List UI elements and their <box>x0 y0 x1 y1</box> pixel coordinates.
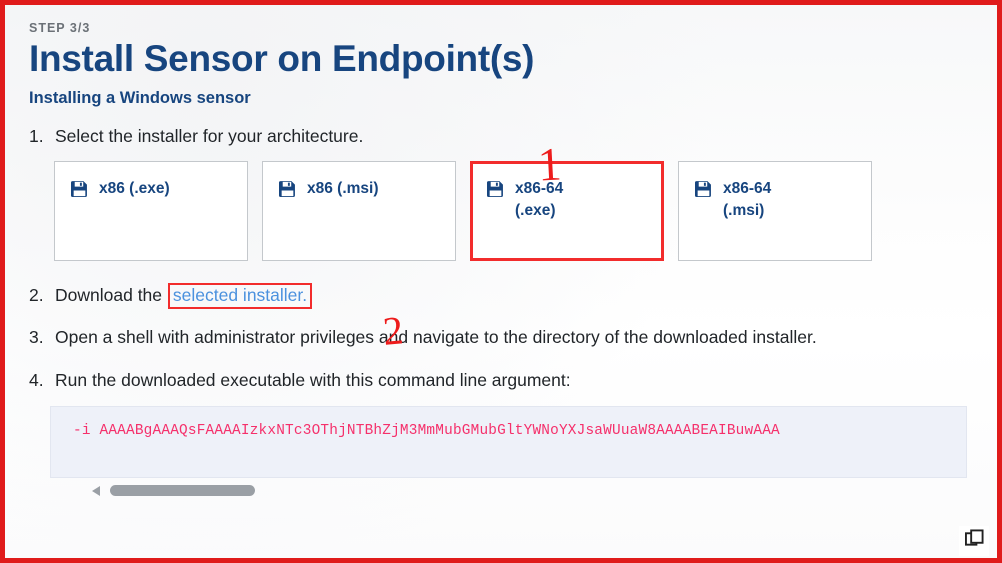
step-number-3: 3. <box>29 326 44 347</box>
floppy-disk-icon <box>279 179 296 198</box>
copy-icon <box>964 529 984 553</box>
page-title: Install Sensor on Endpoint(s) <box>29 38 535 79</box>
installer-card-x86-64-exe[interactable]: x86-64 (.exe) <box>470 161 664 262</box>
step-item-1: 1. Select the installer for your archite… <box>29 124 973 262</box>
installer-label: x86 (.msi) <box>307 180 379 198</box>
instruction-steps-list: 1. Select the installer for your archite… <box>29 124 973 394</box>
installer-card-x86-msi[interactable]: x86 (.msi) <box>262 161 456 262</box>
step-item-2: 2. Download the selected installer. <box>29 283 973 309</box>
command-code-block[interactable]: -i AAAABgAAAQsFAAAAIzkxNTc3OThjNTBhZjM3M… <box>50 405 967 478</box>
installer-label: x86-64 (.exe) <box>515 180 564 220</box>
step-item-4: 4. Run the downloaded executable with th… <box>29 368 973 393</box>
step-text-2-prefix: Download the <box>55 285 167 306</box>
step-text-3: Open a shell with administrator privileg… <box>55 326 817 347</box>
step-number-1: 1. <box>29 125 44 146</box>
step-text-1: Select the installer for your architectu… <box>55 125 364 146</box>
copy-command-button[interactable] <box>959 526 989 556</box>
step-number-2: 2. <box>29 285 44 306</box>
command-code-block-wrapper: -i AAAABgAAAQsFAAAAIzkxNTc3OThjNTBhZjM3M… <box>50 405 967 496</box>
step-item-3: 3. Open a shell with administrator privi… <box>29 325 970 350</box>
installer-label: x86 (.exe) <box>99 180 170 198</box>
command-text: -i AAAABgAAAQsFAAAAIzkxNTc3OThjNTBhZjM3M… <box>73 422 780 439</box>
step-text-4: Run the downloaded executable with this … <box>55 370 571 391</box>
scrollbar-thumb[interactable] <box>110 484 255 496</box>
installer-card-x86-64-msi[interactable]: x86-64 (.msi) <box>678 161 872 262</box>
floppy-disk-icon <box>695 179 712 198</box>
section-subtitle: Installing a Windows sensor <box>29 88 251 107</box>
step-label: STEP 3/3 <box>29 21 91 35</box>
scrollbar-left-arrow-icon[interactable] <box>92 485 100 496</box>
selected-installer-highlight-box: selected installer. <box>167 283 313 309</box>
step-number-4: 4. <box>29 370 44 391</box>
page-content: STEP 3/3 Install Sensor on Endpoint(s) I… <box>5 5 997 558</box>
selected-installer-link[interactable]: selected installer. <box>172 285 308 306</box>
floppy-disk-icon <box>487 179 504 198</box>
installer-options-row: x86 (.exe) x8 <box>54 161 973 262</box>
code-horizontal-scrollbar[interactable] <box>50 484 967 496</box>
installer-label: x86-64 (.msi) <box>723 180 772 220</box>
floppy-disk-icon <box>71 179 88 198</box>
installer-card-x86-exe[interactable]: x86 (.exe) <box>54 161 248 262</box>
page-surface: STEP 3/3 Install Sensor on Endpoint(s) I… <box>5 5 997 558</box>
